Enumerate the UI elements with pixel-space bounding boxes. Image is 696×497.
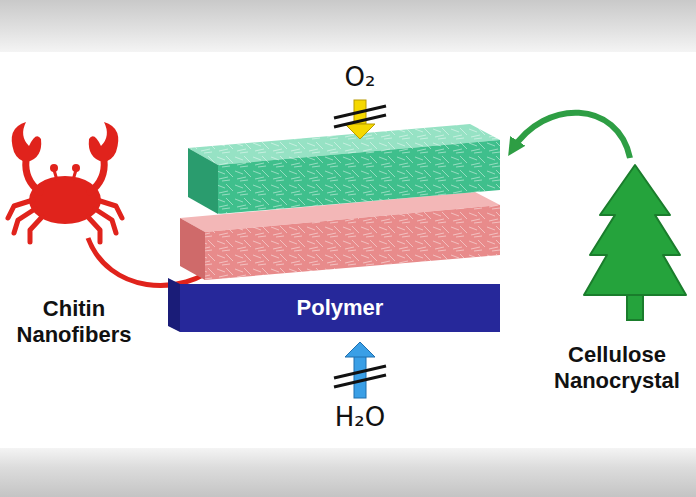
cellulose-arrow bbox=[512, 113, 630, 158]
top-band bbox=[0, 0, 696, 52]
gas-label: H₂O bbox=[310, 402, 410, 433]
tree-icon bbox=[584, 165, 686, 320]
material-label: Cellulose Nanocrystal bbox=[542, 342, 692, 395]
polymer-side bbox=[168, 278, 180, 332]
crab-icon bbox=[8, 122, 122, 242]
polymer-slab: Polymer bbox=[180, 284, 500, 332]
oxygen-arrow bbox=[334, 100, 386, 139]
material-label: Chitin Nanofibers bbox=[4, 296, 144, 349]
bottom-band bbox=[0, 448, 696, 497]
box-text: Polymer bbox=[297, 295, 384, 321]
cellulose-layer bbox=[188, 124, 500, 214]
gas-label: O₂ bbox=[315, 62, 405, 93]
water-arrow bbox=[334, 342, 386, 398]
